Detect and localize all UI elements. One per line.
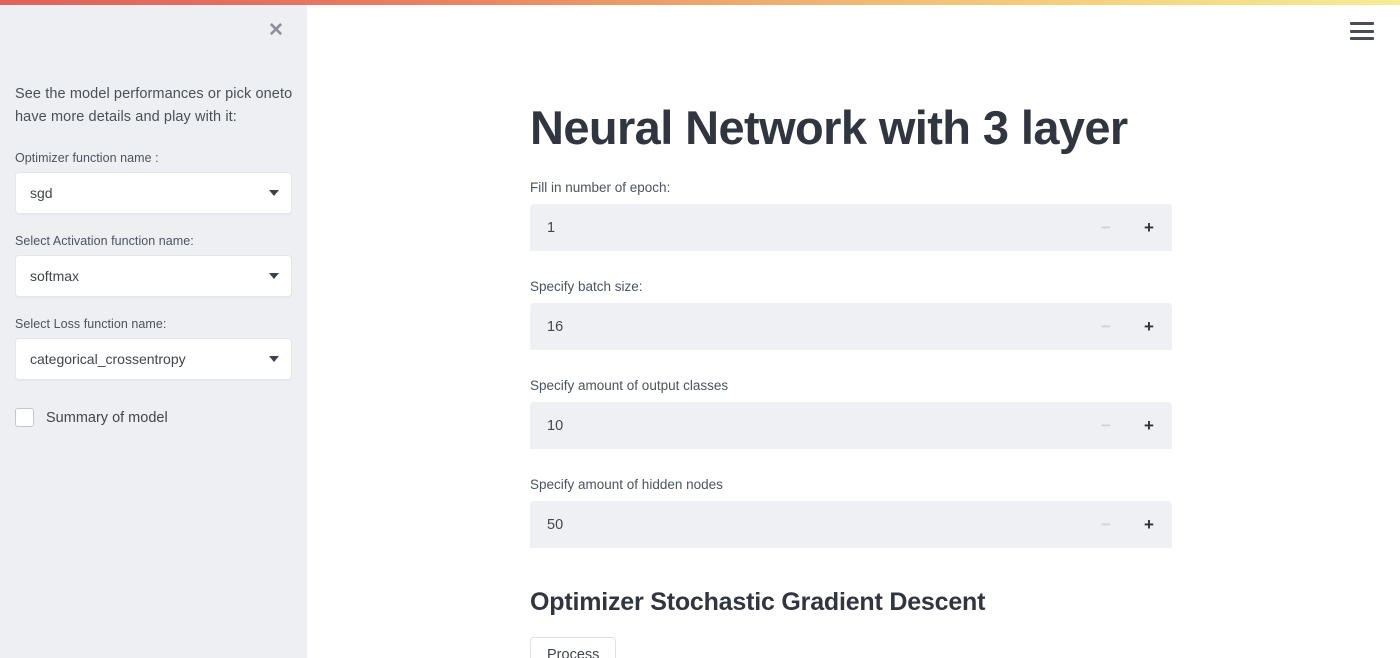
hamburger-bar — [1350, 29, 1374, 33]
optimizer-heading: Optimizer Stochastic Gradient Descent — [530, 588, 986, 617]
batch-size-stepper: − + — [1086, 303, 1172, 350]
main-content: Neural Network with 3 layer Fill in numb… — [307, 5, 1400, 658]
output-classes-increment-button[interactable]: + — [1144, 415, 1154, 435]
process-button[interactable]: Process — [530, 637, 617, 658]
batch-size-increment-button[interactable]: + — [1144, 316, 1154, 336]
hidden-nodes-decrement-button[interactable]: − — [1101, 514, 1111, 534]
hamburger-bar — [1350, 37, 1374, 40]
output-classes-input[interactable]: 10 − + — [530, 402, 1172, 450]
hidden-nodes-input[interactable]: 50 − + — [530, 501, 1172, 549]
epoch-increment-button[interactable]: + — [1144, 217, 1154, 237]
main-inner-column: Neural Network with 3 layer Fill in numb… — [530, 5, 1175, 658]
hidden-nodes-increment-button[interactable]: + — [1144, 514, 1154, 534]
field-group-output-classes: Specify amount of output classes 10 − + — [530, 378, 1175, 450]
loss-function-select[interactable]: categorical_crossentropy — [15, 338, 292, 380]
close-icon[interactable]: ✕ — [268, 19, 284, 41]
output-classes-label: Specify amount of output classes — [530, 378, 729, 394]
optimizer-function-label: Optimizer function name : — [15, 151, 159, 165]
hidden-nodes-label: Specify amount of hidden nodes — [530, 477, 723, 493]
field-group-batch-size: Specify batch size: 16 − + — [530, 279, 1175, 351]
activation-function-select-wrap: softmax — [15, 255, 292, 297]
summary-of-model-checkbox[interactable] — [15, 408, 34, 427]
field-group-hidden-nodes: Specify amount of hidden nodes 50 − + — [530, 477, 1175, 549]
hidden-nodes-stepper: − + — [1086, 501, 1172, 548]
summary-of-model-row[interactable]: Summary of model — [15, 408, 293, 427]
loss-function-label: Select Loss function name: — [15, 317, 167, 331]
activation-function-select[interactable]: softmax — [15, 255, 292, 297]
epoch-label: Fill in number of epoch: — [530, 180, 671, 196]
epoch-stepper: − + — [1086, 204, 1172, 251]
batch-size-input[interactable]: 16 − + — [530, 303, 1172, 351]
sidebar-intro-text: See the model performances or pick oneto… — [15, 86, 293, 125]
top-gradient-bar — [0, 0, 1400, 5]
output-classes-stepper: − + — [1086, 402, 1172, 449]
sidebar-content: See the model performances or pick oneto… — [15, 83, 293, 427]
output-classes-decrement-button[interactable]: − — [1101, 415, 1111, 435]
epoch-input[interactable]: 1 − + — [530, 204, 1172, 252]
optimizer-function-select-wrap: sgd — [15, 172, 292, 214]
hamburger-menu-icon[interactable] — [1350, 22, 1374, 40]
sidebar-panel: ✕ See the model performances or pick one… — [0, 5, 307, 658]
batch-size-label: Specify batch size: — [530, 279, 643, 295]
epoch-decrement-button[interactable]: − — [1101, 217, 1111, 237]
hamburger-bar — [1350, 22, 1374, 25]
page-title: Neural Network with 3 layer — [530, 101, 1128, 154]
loss-function-select-wrap: categorical_crossentropy — [15, 338, 292, 380]
summary-of-model-label: Summary of model — [46, 409, 168, 426]
activation-function-label: Select Activation function name: — [15, 234, 194, 248]
field-group-epoch: Fill in number of epoch: 1 − + — [530, 180, 1175, 252]
optimizer-function-select[interactable]: sgd — [15, 172, 292, 214]
batch-size-decrement-button[interactable]: − — [1101, 316, 1111, 336]
